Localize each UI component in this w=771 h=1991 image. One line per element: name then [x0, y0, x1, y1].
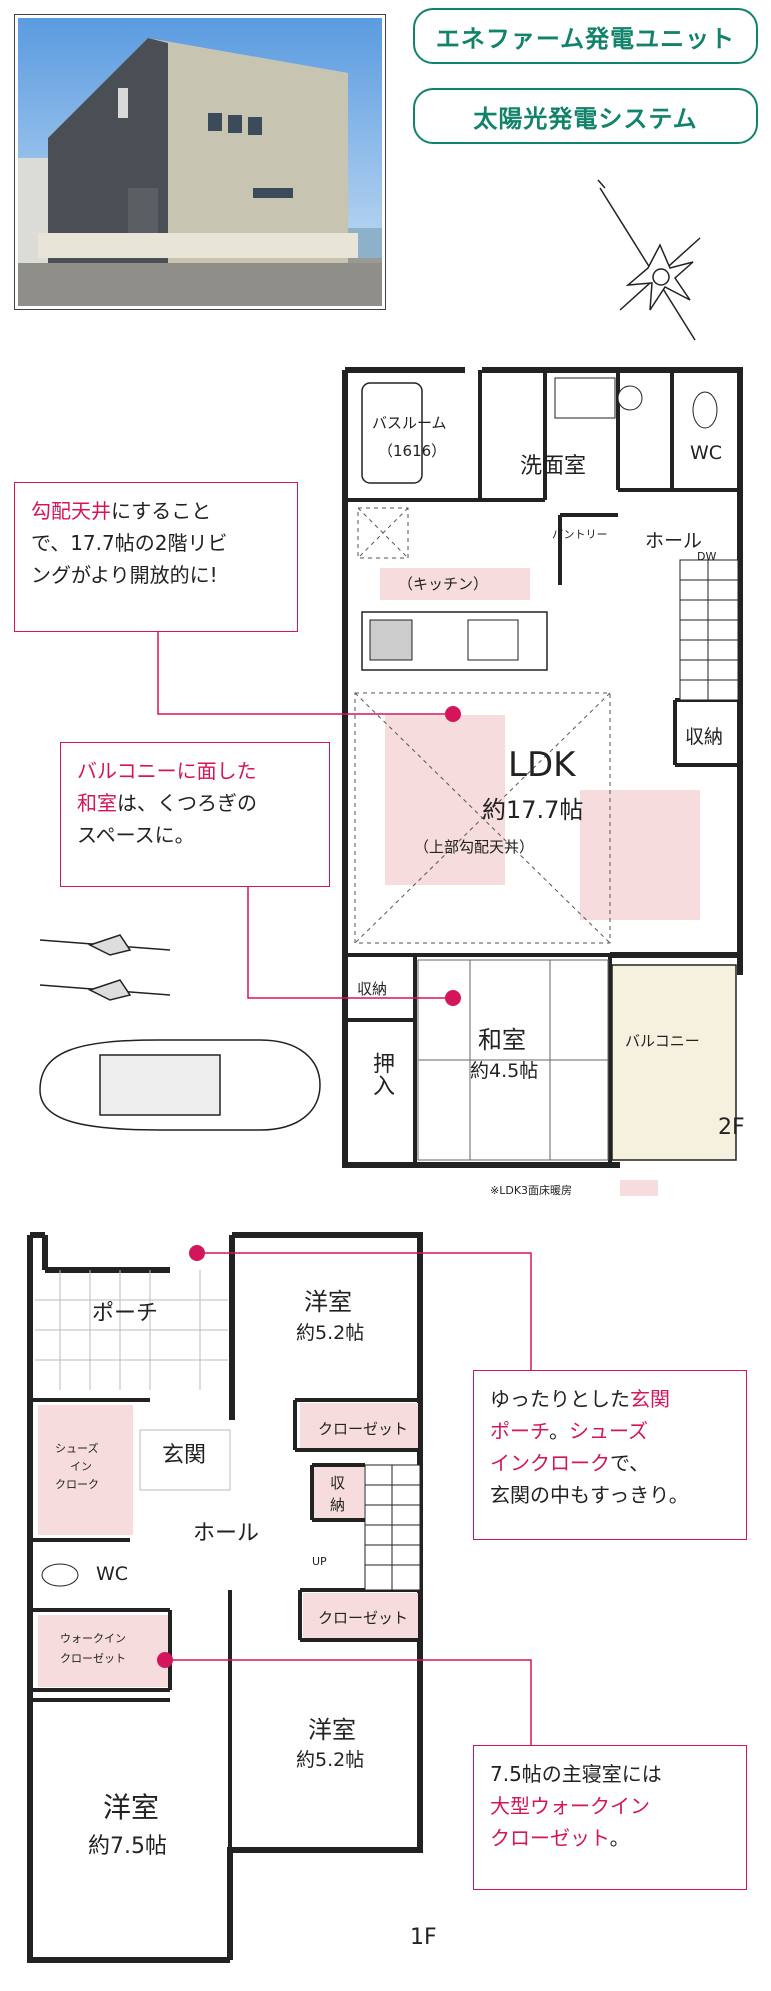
- bicycle-icon: [39, 934, 171, 1001]
- balcony-label: バルコニー: [625, 1032, 700, 1050]
- ldk-label: LDK: [508, 745, 576, 785]
- hall-2f-label: ホール: [645, 530, 703, 552]
- walkin-label-1: ウォークイン: [60, 1632, 126, 1645]
- washitsu-label: 和室: [478, 1026, 526, 1054]
- house-exterior-photo: [14, 14, 386, 310]
- closet1-label: クローゼット: [318, 1420, 409, 1438]
- floor-heating-note: ※LDK3面床暖房: [490, 1184, 573, 1197]
- callout-sloped-ceiling: 勾配天井にすること で、17.7帖の2階リビ ングがより開放的に!: [14, 482, 298, 632]
- floor1-label: 1F: [410, 1925, 437, 1950]
- wc-1f-label: WC: [96, 1563, 129, 1585]
- shoes-label-2: イン: [70, 1460, 92, 1473]
- walkin-label-2: クローゼット: [60, 1652, 126, 1665]
- callout-walkin-closet: 7.5帖の主寝室には 大型ウォークイン クローゼット。: [473, 1745, 747, 1890]
- room1-size-label: 約5.2帖: [296, 1322, 365, 1344]
- washitsu-size-label: 約4.5帖: [470, 1060, 539, 1082]
- callout-washitsu: バルコニーに面した 和室は、くつろぎの スペースに。: [60, 742, 330, 887]
- shoes-label-1: シューズ: [55, 1442, 99, 1455]
- car-icon: [39, 1039, 321, 1131]
- room2-size-label: 約5.2帖: [296, 1749, 365, 1771]
- dw-label: DW: [697, 550, 717, 563]
- callout-entrance-porch: ゆったりとした玄関 ポーチ。シューズ インクロークで、 玄関の中もすっきり。: [473, 1370, 747, 1540]
- pantry-label: パントリー: [552, 528, 608, 541]
- enefarm-badge: エネファーム発電ユニット: [413, 8, 758, 64]
- kitchen-label: （キッチン）: [398, 575, 489, 593]
- closet2-label: クローゼット: [318, 1609, 409, 1627]
- floor2-label: 2F: [718, 1115, 745, 1140]
- storage-1f-label-2: 納: [330, 1496, 346, 1514]
- porch-label: ポーチ: [92, 1301, 159, 1326]
- floor1-plan: [27, 1232, 423, 1963]
- storage-1f-label-1: 収: [330, 1474, 346, 1492]
- washroom-label: 洗面室: [520, 454, 587, 479]
- wc-2f-label: WC: [690, 442, 723, 464]
- storage-washitsu-label: 収納: [357, 980, 388, 998]
- floor2-plan: [342, 367, 743, 1168]
- bathroom-size-label: （1616）: [378, 442, 447, 460]
- solar-badge: 太陽光発電システム: [413, 88, 758, 144]
- room3-size-label: 約7.5帖: [88, 1834, 167, 1859]
- room1-label: 洋室: [304, 1288, 352, 1316]
- ldk-size-label: 約17.7帖: [482, 796, 584, 824]
- storage-2f-label: 収納: [685, 726, 724, 748]
- entrance-label: 玄関: [162, 1443, 207, 1468]
- ldk-note-label: （上部勾配天井）: [414, 838, 535, 856]
- room2-label: 洋室: [308, 1716, 356, 1744]
- up-label: UP: [312, 1555, 327, 1568]
- shoes-label-3: クローク: [55, 1478, 99, 1491]
- room3-label: 洋室: [103, 1791, 160, 1824]
- oshiire-label: 押入: [369, 1052, 394, 1096]
- compass-icon: [597, 179, 701, 341]
- bathroom-label: バスルーム: [372, 414, 447, 432]
- hall-1f-label: ホール: [193, 1521, 260, 1546]
